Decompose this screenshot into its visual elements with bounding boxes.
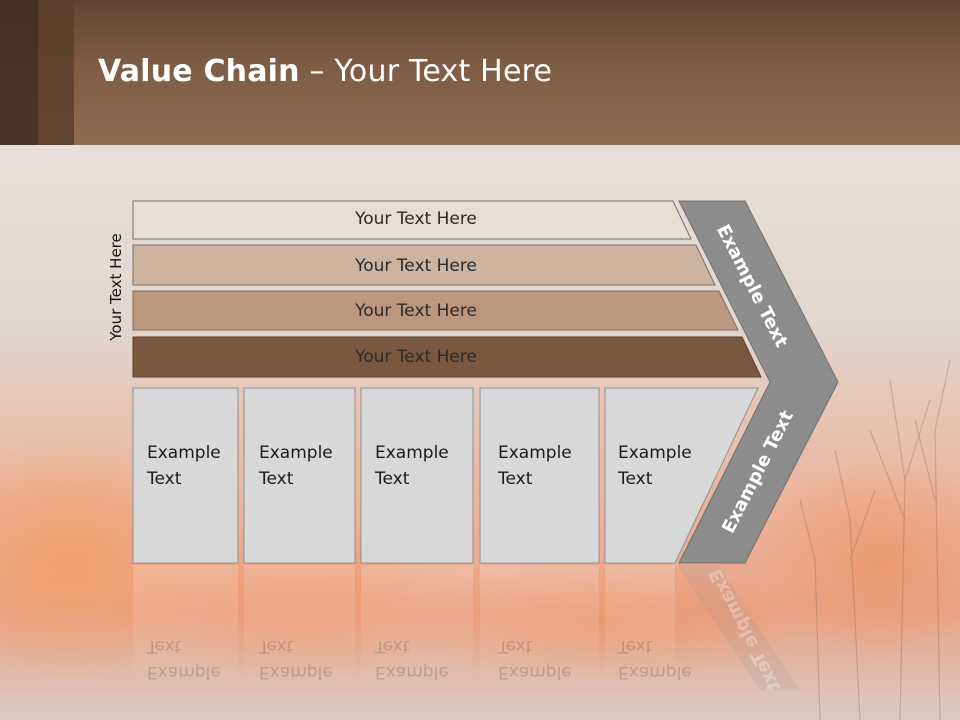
box-2-reflection-line2: Text [259,636,294,656]
box-2-reflection-line1: Example [259,662,333,682]
title-bold: Value Chain [98,54,300,89]
box-5-reflection-line1: Example [618,662,692,682]
row-4-label: Your Text Here [355,347,477,367]
box-2-reflection: Example Text [259,633,333,685]
box-2-line1: Example [259,443,333,463]
header-accent-dark [0,0,38,145]
box-5-reflection: Example Text [618,633,692,685]
row-3-shape [132,290,739,331]
box-1-reflection-line1: Example [147,662,221,682]
row-2-shape [132,244,716,286]
box-5-reflection-line2: Text [618,636,653,656]
chevron-shape [678,200,839,564]
box-1-reflection: Example Text [147,633,221,685]
box-1-shape [132,387,239,564]
box-5-line2: Text [618,469,653,489]
box-3-reflection-line1: Example [375,662,449,682]
box-1-line1: Example [147,443,221,463]
box-2-line2: Text [259,469,294,489]
box-4-reflection-line1: Example [498,662,572,682]
box-5-shape [604,387,759,564]
box-4-line1: Example [498,443,572,463]
slide-title: Value Chain – Your Text Here [98,54,552,89]
row-3-label: Your Text Here [355,301,477,321]
box-4-reflection: Example Text [498,633,572,685]
header-bar [0,0,960,145]
title-rest: – Your Text Here [299,54,553,89]
box-1-reflection-line2: Text [147,636,182,656]
box-4-reflection-line2: Text [498,636,533,656]
box-3-line2: Text [375,469,410,489]
box-4-line2: Text [498,469,533,489]
row-1-shape [132,200,692,240]
reflection [133,565,800,695]
row-4-shape [132,336,762,378]
box-4-shape [479,387,600,564]
row-1-label: Your Text Here [355,209,477,229]
row-2-label: Your Text Here [355,256,477,276]
box-3-reflection-line2: Text [375,636,410,656]
box-3-line1: Example [375,443,449,463]
box-3-reflection: Example Text [375,633,449,685]
box-1-line2: Text [147,469,182,489]
box-5-line1: Example [618,443,692,463]
header-accent-medium [38,0,74,145]
box-2-shape [243,387,356,564]
box-3-shape [360,387,474,564]
